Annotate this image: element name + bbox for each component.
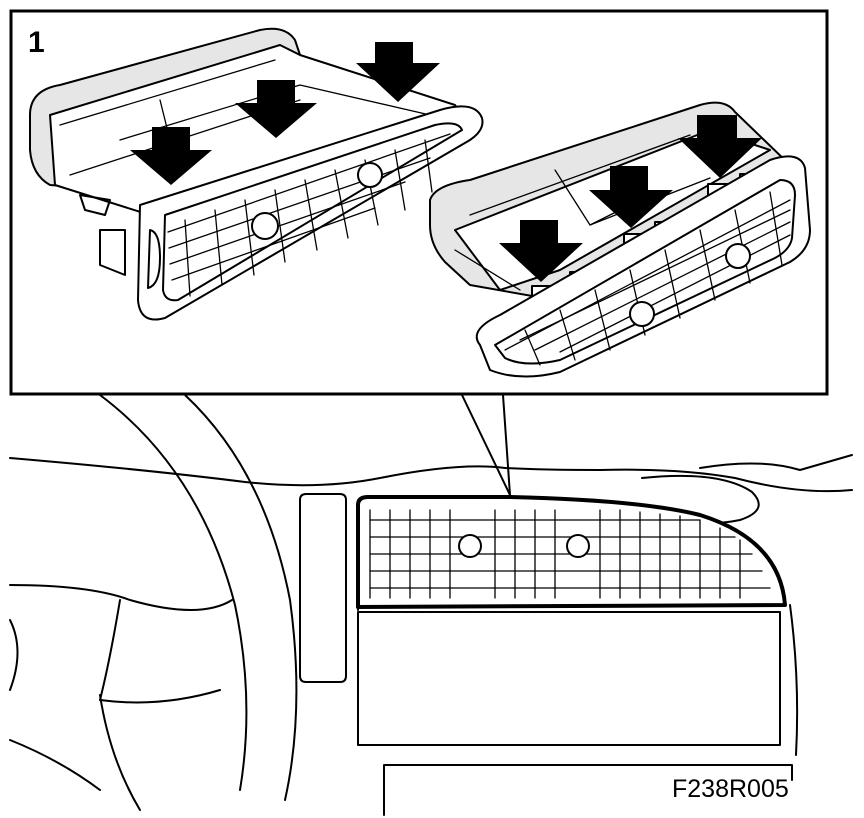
- figure-code: F238R005: [672, 775, 789, 803]
- down-arrow-icon: [235, 80, 317, 138]
- vent-knob-icon: [725, 243, 751, 269]
- dashboard-overview: [9, 394, 853, 816]
- callout-leader: [461, 394, 511, 496]
- right-vent-grille: [504, 191, 791, 366]
- down-arrow-icon: [356, 42, 440, 102]
- vent-knob-icon: [629, 301, 655, 327]
- dashboard-vent-grille: [369, 509, 771, 599]
- vent-knob-icon: [566, 534, 590, 558]
- vent-knob-icon: [458, 534, 482, 558]
- callout-number: 1: [28, 26, 45, 59]
- removal-arrows: [130, 42, 762, 282]
- glovebox-lid: [357, 611, 781, 746]
- left-vent-grille: [167, 133, 451, 297]
- left-air-vent: [29, 27, 484, 321]
- down-arrow-icon: [130, 127, 212, 185]
- vent-knob-icon: [251, 212, 279, 240]
- down-arrow-icon: [589, 166, 673, 228]
- vent-knob-icon: [357, 162, 383, 188]
- down-arrow-icon: [678, 115, 762, 178]
- down-arrow-icon: [499, 220, 583, 282]
